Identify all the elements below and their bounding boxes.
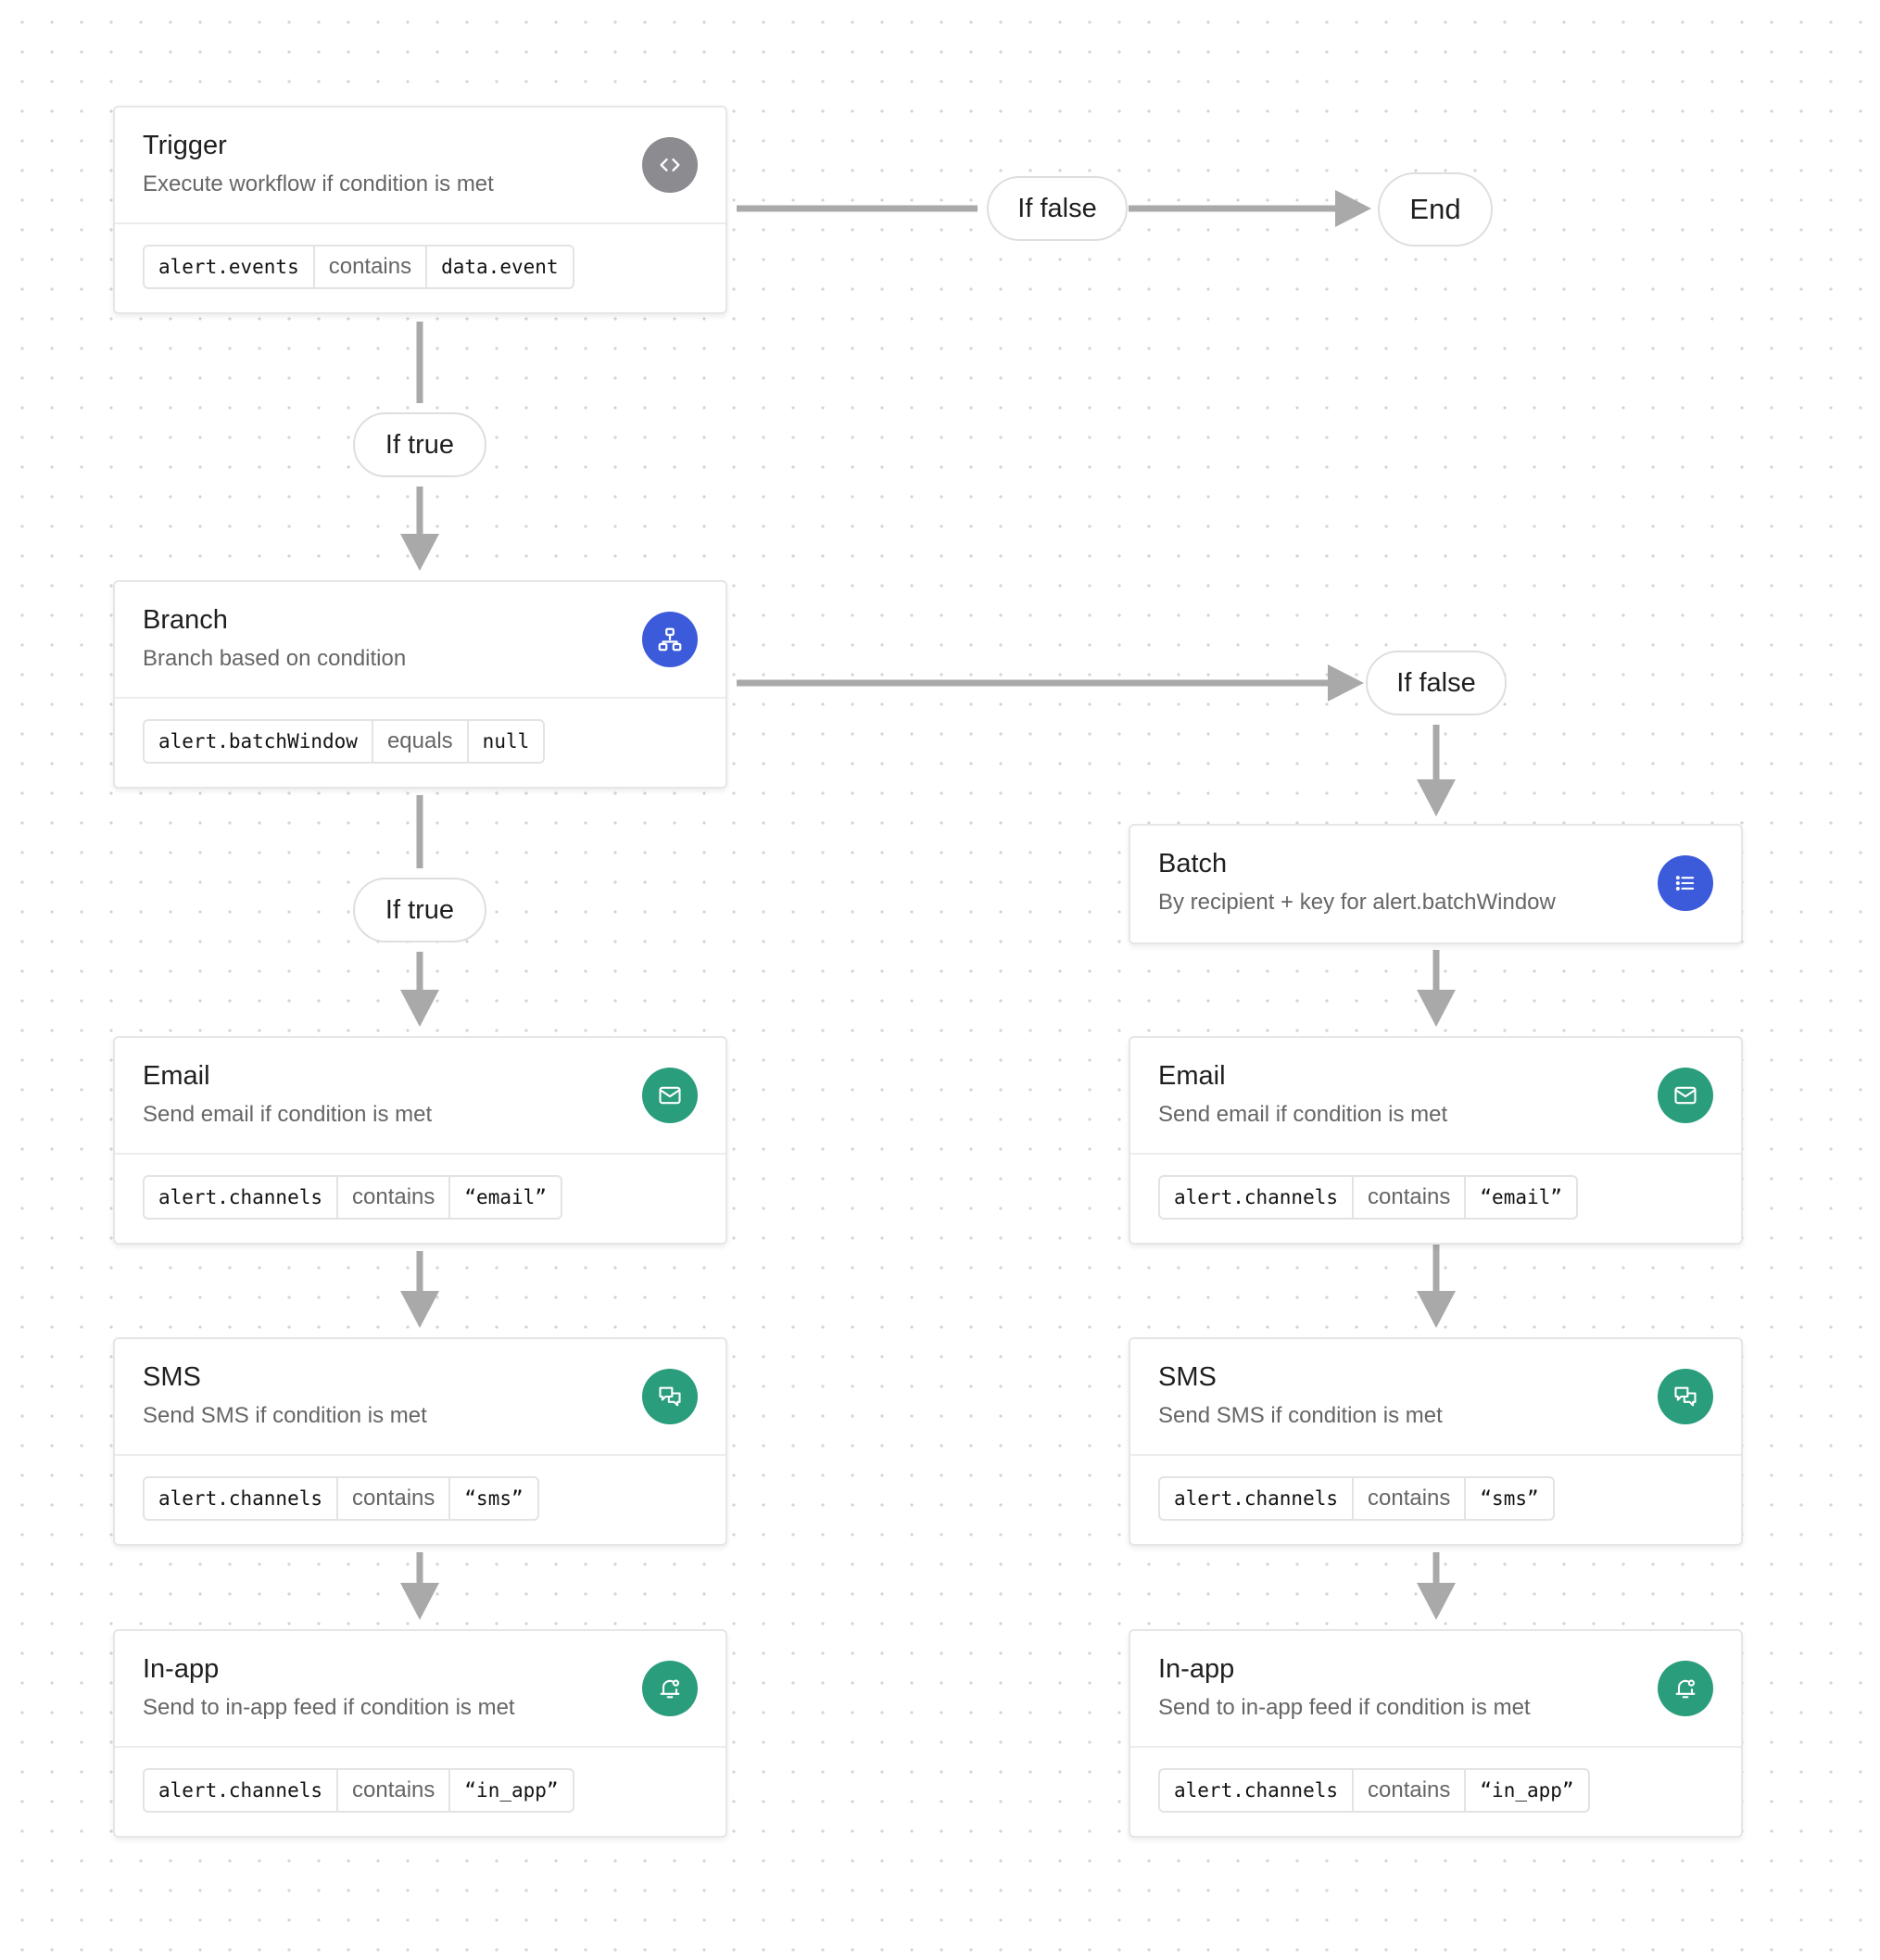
mail-icon [642, 1068, 698, 1123]
branch-condition[interactable]: alert.batchWindow equals null [143, 719, 546, 764]
if-true-label-1: If true [353, 412, 486, 477]
condition-field: alert.events [158, 256, 299, 278]
inapp-description: Send to in-app feed if condition is met [143, 1695, 515, 1720]
inapp-card-left[interactable]: In-app Send to in-app feed if condition … [113, 1629, 727, 1838]
sms-title: SMS [1158, 1362, 1217, 1392]
condition-field: alert.channels [1174, 1487, 1339, 1510]
batch-card[interactable]: Batch By recipient + key for alert.batch… [1129, 824, 1743, 944]
email-card-right[interactable]: Email Send email if condition is met ale… [1129, 1036, 1743, 1245]
condition-operator: contains [1352, 1770, 1464, 1811]
branch-title: Branch [143, 605, 228, 635]
mail-icon [1658, 1068, 1713, 1123]
trigger-description: Execute workflow if condition is met [143, 171, 494, 196]
condition-value: “in_app” [1464, 1770, 1587, 1811]
condition-field: alert.channels [158, 1186, 323, 1208]
condition-value: “in_app” [448, 1770, 572, 1811]
arrowhead-sms-right [1417, 1291, 1456, 1328]
arrowhead-inapp-right [1417, 1583, 1456, 1620]
bell-icon [1658, 1661, 1713, 1716]
end-node[interactable]: End [1378, 172, 1493, 247]
sms-card-left[interactable]: SMS Send SMS if condition is met alert.c… [113, 1337, 727, 1546]
email-condition[interactable]: alert.channels contains “email” [1158, 1175, 1578, 1220]
condition-operator: contains [1352, 1478, 1464, 1519]
arrowhead-batch [1417, 779, 1456, 816]
if-true-label-2: If true [353, 878, 486, 942]
email-title: Email [143, 1061, 210, 1091]
email-description: Send email if condition is met [1158, 1102, 1448, 1127]
trigger-card[interactable]: Trigger Execute workflow if condition is… [113, 106, 727, 314]
sms-description: Send SMS if condition is met [143, 1403, 427, 1428]
condition-operator: equals [371, 721, 467, 762]
sms-title: SMS [143, 1362, 201, 1392]
condition-value: “sms” [448, 1478, 536, 1519]
message-icon [1658, 1369, 1713, 1424]
branch-icon [642, 612, 698, 667]
arrowhead-if-false-2 [1328, 664, 1364, 702]
arrowhead-email-right [1417, 990, 1456, 1027]
trigger-title: Trigger [143, 131, 227, 160]
sms-condition[interactable]: alert.channels contains “sms” [143, 1476, 539, 1521]
email-card-left[interactable]: Email Send email if condition is met ale… [113, 1036, 727, 1245]
condition-field: alert.channels [1174, 1779, 1339, 1802]
email-description: Send email if condition is met [143, 1102, 433, 1127]
batch-description: By recipient + key for alert.batchWindow [1158, 890, 1556, 915]
email-title: Email [1158, 1061, 1226, 1091]
bell-icon [642, 1661, 698, 1716]
inapp-condition[interactable]: alert.channels contains “in_app” [1158, 1768, 1590, 1813]
condition-operator: contains [312, 247, 425, 287]
branch-description: Branch based on condition [143, 646, 407, 671]
arrowhead-branch [400, 534, 439, 571]
condition-field: alert.batchWindow [158, 730, 358, 752]
condition-value: “email” [1464, 1177, 1576, 1218]
inapp-title: In-app [143, 1654, 220, 1684]
inapp-title: In-app [1158, 1654, 1235, 1684]
sms-condition[interactable]: alert.channels contains “sms” [1158, 1476, 1555, 1521]
condition-value: “sms” [1464, 1478, 1552, 1519]
if-false-label-1: If false [987, 176, 1128, 241]
inapp-condition[interactable]: alert.channels contains “in_app” [143, 1768, 574, 1813]
trigger-condition[interactable]: alert.events contains data.event [143, 245, 574, 289]
arrowhead-email-left [400, 990, 439, 1027]
condition-operator: contains [1352, 1177, 1464, 1218]
branch-card[interactable]: Branch Branch based on condition alert.b… [113, 580, 727, 789]
condition-field: alert.channels [158, 1487, 323, 1510]
arrowhead-end [1335, 190, 1371, 227]
condition-value: null [466, 721, 544, 762]
list-icon [1658, 855, 1713, 911]
condition-operator: contains [336, 1770, 448, 1811]
condition-value: data.event [425, 247, 572, 287]
condition-field: alert.channels [158, 1779, 323, 1802]
sms-card-right[interactable]: SMS Send SMS if condition is met alert.c… [1129, 1337, 1743, 1546]
condition-field: alert.channels [1174, 1186, 1339, 1208]
condition-operator: contains [336, 1177, 448, 1218]
batch-title: Batch [1158, 849, 1228, 879]
email-condition[interactable]: alert.channels contains “email” [143, 1175, 562, 1220]
condition-operator: contains [336, 1478, 448, 1519]
arrowhead-inapp-left [400, 1583, 439, 1620]
inapp-description: Send to in-app feed if condition is met [1158, 1695, 1531, 1720]
code-icon [642, 137, 698, 193]
condition-value: “email” [448, 1177, 561, 1218]
message-icon [642, 1369, 698, 1424]
if-false-label-2: If false [1366, 651, 1507, 715]
inapp-card-right[interactable]: In-app Send to in-app feed if condition … [1129, 1629, 1743, 1838]
sms-description: Send SMS if condition is met [1158, 1403, 1443, 1428]
arrowhead-sms-left [400, 1291, 439, 1328]
